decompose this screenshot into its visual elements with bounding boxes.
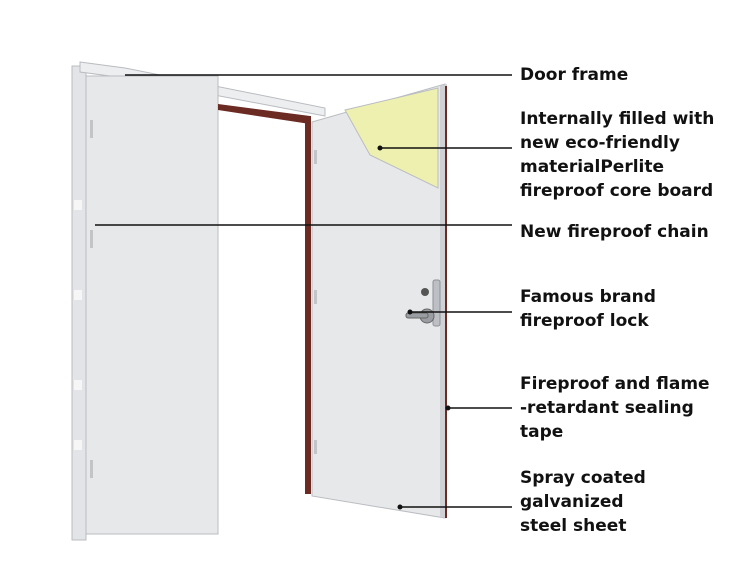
callout-door-frame: Door frame (520, 65, 629, 85)
perlite-core-board (344, 87, 439, 189)
fixed-leaf-hinge (90, 460, 93, 478)
callout-fireproof-chain: New fireproof chain (520, 222, 709, 242)
frame-jamb-seal (305, 116, 311, 494)
left-frame-slot (74, 440, 82, 450)
leader-dot (407, 309, 413, 315)
open-leaf-hinge (314, 440, 317, 454)
open-leaf-hinge (314, 150, 317, 164)
leader-dots (377, 145, 451, 510)
leader-lines (95, 74, 512, 508)
left-frame-slot (74, 380, 82, 390)
leader-dot (445, 405, 451, 411)
lock-cylinder (421, 288, 429, 296)
fixed-leaf-hinge (90, 230, 93, 248)
leader-dot (397, 504, 403, 510)
fixed-leaf-hinge (90, 120, 93, 138)
frame-opening-seal (218, 104, 310, 124)
left-frame-post (71, 65, 87, 541)
leader-dot (377, 145, 383, 151)
left-frame-slot (74, 290, 82, 300)
callout-fireproof-lock: Famous brand fireproof lock (520, 287, 656, 331)
door-handle (405, 312, 429, 319)
lock-escutcheon (432, 279, 441, 327)
open-leaf-hinge (314, 290, 317, 304)
callout-steel-sheet: Spray coated galvanized steel sheet (520, 468, 646, 536)
left-frame-slot (74, 200, 82, 210)
callout-sealing-tape: Fireproof and flame -retardant sealing t… (520, 374, 710, 442)
callout-core-board: Internally filled with new eco-friendly … (520, 109, 715, 201)
fixed-door-leaf (85, 75, 219, 535)
